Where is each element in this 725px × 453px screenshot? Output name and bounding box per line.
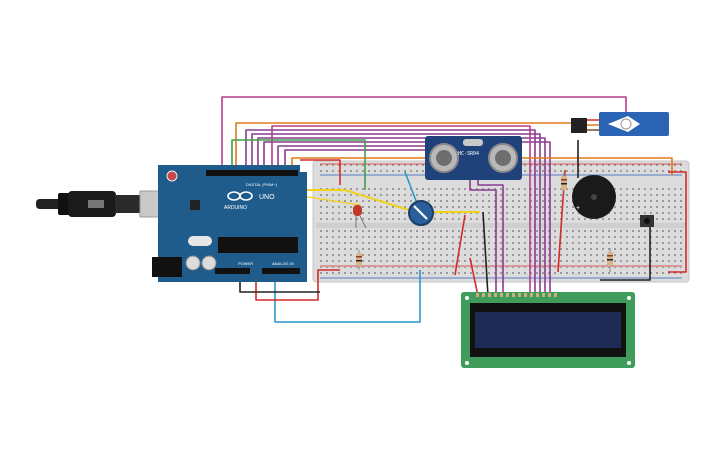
buzzer-icon[interactable]: + [572, 175, 616, 219]
power-header [215, 268, 250, 274]
crystal-oscillator [188, 236, 212, 246]
atmega-chip [218, 237, 298, 253]
ultrasonic-sensor[interactable]: HC-SR04 [425, 136, 522, 180]
lcd-pin-header [476, 293, 557, 297]
svg-text:+: + [576, 205, 580, 212]
arduino-model: UNO [259, 194, 275, 201]
usb-cable-icon[interactable] [36, 190, 169, 218]
potentiometer-icon[interactable] [408, 200, 434, 226]
infinity-logo-icon [227, 191, 253, 201]
sensor-label: HC-SR04 [458, 151, 479, 157]
digital-pwm-label: DIGITAL (PWM~) [246, 182, 278, 187]
lcd-display[interactable] [461, 292, 635, 368]
servo-icon[interactable] [571, 112, 669, 136]
power-label: POWER [238, 261, 253, 266]
reset-button-icon[interactable] [166, 170, 178, 182]
led-icon[interactable] [353, 205, 367, 229]
resistor-icon[interactable] [561, 172, 567, 195]
resistor-icon[interactable] [607, 248, 613, 272]
arduino-logo: ARDUINO [224, 205, 247, 211]
arduino-uno-board[interactable]: ARDUINO UNO DIGITAL (PWM~) POWER ANALOG … [152, 165, 307, 282]
analog-header [262, 268, 300, 274]
pushbutton-icon[interactable] [640, 215, 654, 227]
resistor-icon[interactable] [356, 250, 362, 270]
power-jack [152, 257, 182, 277]
digital-header [206, 170, 298, 176]
analog-in-label: ANALOG IN [272, 261, 294, 266]
